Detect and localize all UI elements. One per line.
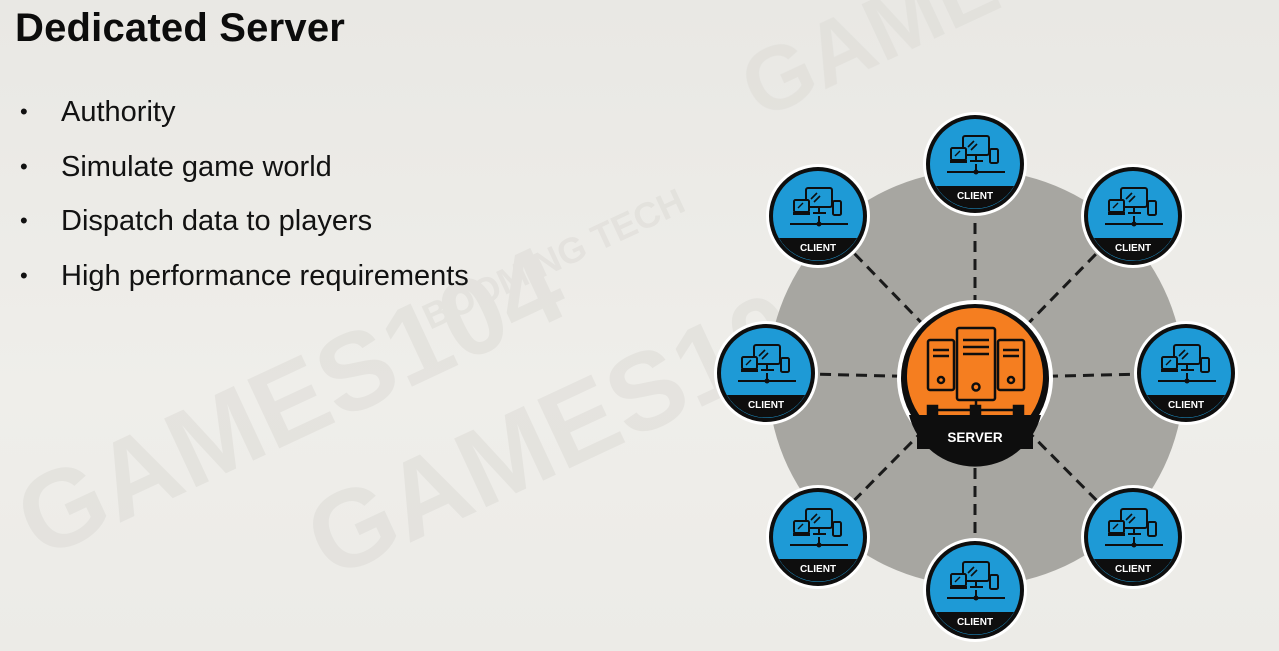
bullet-text: Simulate game world xyxy=(61,150,332,183)
client-node: CLIENT xyxy=(1081,485,1185,589)
bullet-item: • Dispatch data to players xyxy=(20,207,469,262)
server-node: SERVER xyxy=(897,300,1053,467)
bullet-dot-icon: • xyxy=(20,262,28,288)
client-node: CLIENT xyxy=(1081,164,1185,268)
bullet-dot-icon: • xyxy=(20,153,28,179)
client-node: CLIENT xyxy=(923,112,1027,216)
client-label: CLIENT xyxy=(800,243,836,254)
clients: CLIENT CLIENT CLIENT CLIENT CLIENT CLIENT CLIE… xyxy=(714,112,1238,642)
bullet-dot-icon: • xyxy=(20,99,28,124)
page-title: Dedicated Server xyxy=(15,6,346,50)
client-label: CLIENT xyxy=(1115,564,1151,575)
bullet-list: • Authority • Simulate game world • Disp… xyxy=(20,98,469,316)
bullet-text: High performance requirements xyxy=(61,259,469,292)
bullet-item: • High performance requirements xyxy=(20,259,469,317)
bullet-item: • Simulate game world xyxy=(20,150,469,208)
client-node: CLIENT xyxy=(766,485,870,589)
bullet-text: Authority xyxy=(61,96,176,128)
client-label: CLIENT xyxy=(957,617,993,628)
bullet-item: • Authority xyxy=(20,98,469,153)
server-rack-icon xyxy=(926,326,1026,416)
server-label: SERVER xyxy=(947,430,1003,445)
client-node: CLIENT xyxy=(714,321,818,425)
client-node: CLIENT xyxy=(766,164,870,268)
client-label: CLIENT xyxy=(957,191,993,202)
bullet-text: Dispatch data to players xyxy=(61,205,373,237)
client-label: CLIENT xyxy=(748,400,784,411)
client-label: CLIENT xyxy=(800,564,836,575)
bullet-dot-icon: • xyxy=(20,208,28,233)
client-label: CLIENT xyxy=(1115,243,1151,254)
client-label: CLIENT xyxy=(1168,400,1204,411)
client-node: CLIENT xyxy=(1134,321,1238,425)
client-node: CLIENT xyxy=(923,538,1027,642)
